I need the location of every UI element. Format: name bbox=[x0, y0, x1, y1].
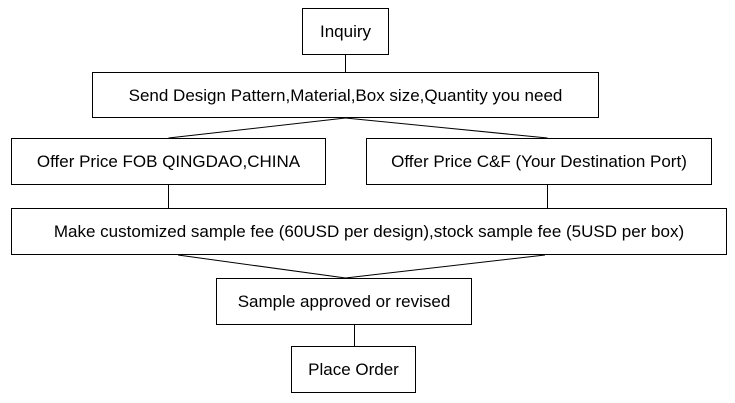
connector-sample-to-approved-right bbox=[345, 254, 546, 279]
connector-send-to-fob bbox=[168, 117, 346, 139]
connector-sample-to-approved-left bbox=[177, 254, 346, 279]
inquiry-step: Inquiry bbox=[302, 8, 389, 55]
offer-cf-step-label: Offer Price C&F (Your Destination Port) bbox=[391, 152, 687, 171]
sample-approved-step-label: Sample approved or revised bbox=[237, 292, 451, 311]
connector-send-to-cf bbox=[345, 117, 548, 139]
offer-cf-step: Offer Price C&F (Your Destination Port) bbox=[366, 138, 712, 185]
place-order-step-label: Place Order bbox=[308, 360, 399, 379]
place-order-step: Place Order bbox=[291, 346, 416, 393]
sample-fee-step: Make customized sample fee (60USD per de… bbox=[11, 208, 727, 255]
send-design-step: Send Design Pattern,Material,Box size,Qu… bbox=[92, 72, 599, 118]
sample-approved-step: Sample approved or revised bbox=[216, 278, 472, 325]
offer-fob-step: Offer Price FOB QINGDAO,CHINA bbox=[11, 138, 326, 185]
sample-fee-step-label: Make customized sample fee (60USD per de… bbox=[53, 222, 685, 241]
inquiry-step-label: Inquiry bbox=[319, 22, 372, 41]
send-design-step-label: Send Design Pattern,Material,Box size,Qu… bbox=[128, 85, 563, 105]
offer-fob-step-label: Offer Price FOB QINGDAO,CHINA bbox=[36, 152, 301, 171]
